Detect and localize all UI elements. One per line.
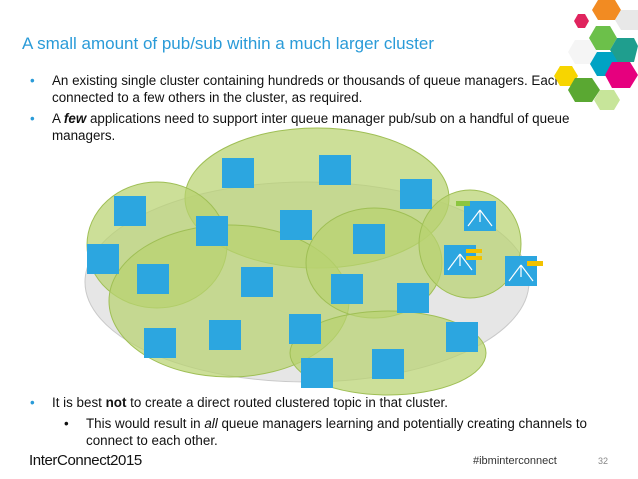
top-bullets: • An existing single cluster containing … bbox=[30, 72, 602, 148]
bullet-1: • An existing single cluster containing … bbox=[30, 72, 602, 106]
sub-bullet-marker: • bbox=[64, 416, 69, 431]
queue-manager bbox=[446, 322, 478, 352]
bullet-marker: • bbox=[30, 111, 35, 126]
pubsub-queue-manager bbox=[456, 201, 496, 231]
subscriber-flag-icon bbox=[466, 256, 482, 260]
bullet-2-text-a: A bbox=[52, 111, 64, 126]
slide-title: A small amount of pub/sub within a much … bbox=[22, 34, 434, 53]
sub-bullet: • This would result in all queue manager… bbox=[30, 415, 620, 449]
bullet-marker: • bbox=[30, 395, 35, 410]
bullet-3-emphasis: not bbox=[105, 395, 127, 410]
queue-manager bbox=[87, 244, 119, 274]
hashtag: #ibminterconnect bbox=[473, 455, 557, 467]
queue-manager bbox=[222, 158, 254, 188]
pubsub-queue-manager bbox=[444, 245, 482, 275]
queue-manager bbox=[289, 314, 321, 344]
topic-tree-icon bbox=[467, 209, 493, 227]
queue-manager bbox=[372, 349, 404, 379]
queue-manager bbox=[397, 283, 429, 313]
page-number: 32 bbox=[598, 456, 609, 466]
interconnect-logo: InterConnect2015 bbox=[29, 452, 142, 469]
bullet-3: • It is best not to create a direct rout… bbox=[30, 394, 620, 411]
decorative-hexagon-pattern bbox=[554, 0, 638, 110]
bottom-bullets: • It is best not to create a direct rout… bbox=[30, 394, 620, 449]
bullet-marker: • bbox=[30, 73, 35, 88]
pubsub-queue-manager bbox=[505, 256, 543, 286]
brand-year: 2015 bbox=[110, 452, 142, 469]
queue-manager bbox=[209, 320, 241, 350]
bullet-2-text-b: applications need to support inter queue… bbox=[52, 111, 570, 143]
sub-bullet-emphasis: all bbox=[204, 416, 218, 431]
queue-manager bbox=[196, 216, 228, 246]
sub-bullet-text-a: This would result in bbox=[86, 416, 205, 431]
queue-manager bbox=[301, 358, 333, 388]
subscriber-flag-icon bbox=[527, 261, 543, 266]
bullet-2: • A few applications need to support int… bbox=[30, 110, 602, 144]
publisher-flag-icon bbox=[456, 201, 470, 206]
queue-manager bbox=[331, 274, 363, 304]
queue-manager bbox=[144, 328, 176, 358]
queue-manager bbox=[319, 155, 351, 185]
bullet-2-emphasis: few bbox=[63, 111, 87, 126]
bullet-3-text-a: It is best bbox=[52, 395, 106, 410]
topic-tree-icon bbox=[447, 253, 473, 271]
brand-name: InterConnect bbox=[29, 452, 111, 469]
sub-bullet-text-b: queue managers learning and potentially … bbox=[86, 416, 587, 448]
bullet-3-text-b: to create a direct routed clustered topi… bbox=[126, 395, 448, 410]
queue-manager bbox=[400, 179, 432, 209]
queue-manager bbox=[280, 210, 312, 240]
queue-manager bbox=[241, 267, 273, 297]
bullet-1-text: An existing single cluster containing hu… bbox=[52, 73, 562, 105]
queue-manager bbox=[114, 196, 146, 226]
queue-manager bbox=[137, 264, 169, 294]
queue-manager bbox=[353, 224, 385, 254]
topic-tree-icon bbox=[508, 264, 534, 282]
subscriber-flag-icon bbox=[466, 249, 482, 253]
